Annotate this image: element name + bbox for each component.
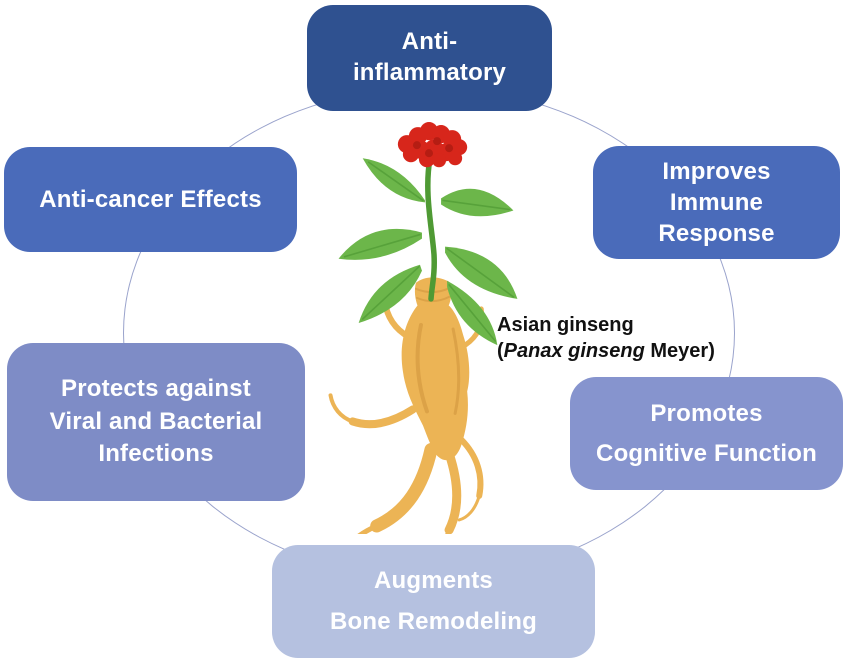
scientific-name-suffix: Meyer)	[644, 340, 715, 362]
species-label: Asian ginseng (Panax ginseng Meyer)	[497, 312, 715, 364]
ginseng-illustration	[328, 122, 518, 534]
benefit-label-line: Augments	[374, 566, 493, 594]
benefit-label-line: Protects against	[61, 375, 251, 403]
benefit-box-anti-cancer: Anti-cancer Effects	[4, 147, 297, 252]
scientific-name-prefix: (	[497, 340, 504, 362]
benefit-label-line: Promotes	[650, 399, 763, 427]
benefit-box-infections: Protects against Viral and Bacterial Inf…	[7, 343, 305, 501]
benefit-box-immune-response: Improves Immune Response	[593, 146, 840, 259]
benefit-label-line: Infections	[98, 440, 214, 468]
common-name: Asian ginseng	[497, 314, 634, 336]
berry-cluster	[397, 122, 468, 168]
benefit-label-line: inflammatory	[352, 59, 507, 86]
benefit-label-line: Viral and Bacterial	[49, 407, 263, 435]
benefit-box-bone-remodeling: Augments Bone Remodeling	[272, 545, 595, 658]
benefit-label-line: Anti-	[401, 28, 458, 56]
benefit-label-line: Immune	[669, 188, 764, 216]
scientific-name-italic: Panax ginseng	[503, 340, 645, 362]
scientific-name: (Panax ginseng Meyer)	[497, 338, 715, 364]
benefit-label-line: Anti-cancer Effects	[39, 185, 262, 213]
benefit-label-line: Cognitive Function	[596, 439, 817, 467]
leaves	[338, 158, 518, 346]
stem	[415, 146, 445, 302]
benefit-label-line: Response	[658, 220, 775, 248]
benefit-label-line: Improves	[662, 157, 771, 185]
benefit-box-cognitive-function: Promotes Cognitive Function	[570, 377, 843, 490]
benefit-label-line: Bone Remodeling	[329, 607, 537, 635]
benefit-box-anti-inflammatory: Anti- inflammatory	[307, 5, 552, 111]
